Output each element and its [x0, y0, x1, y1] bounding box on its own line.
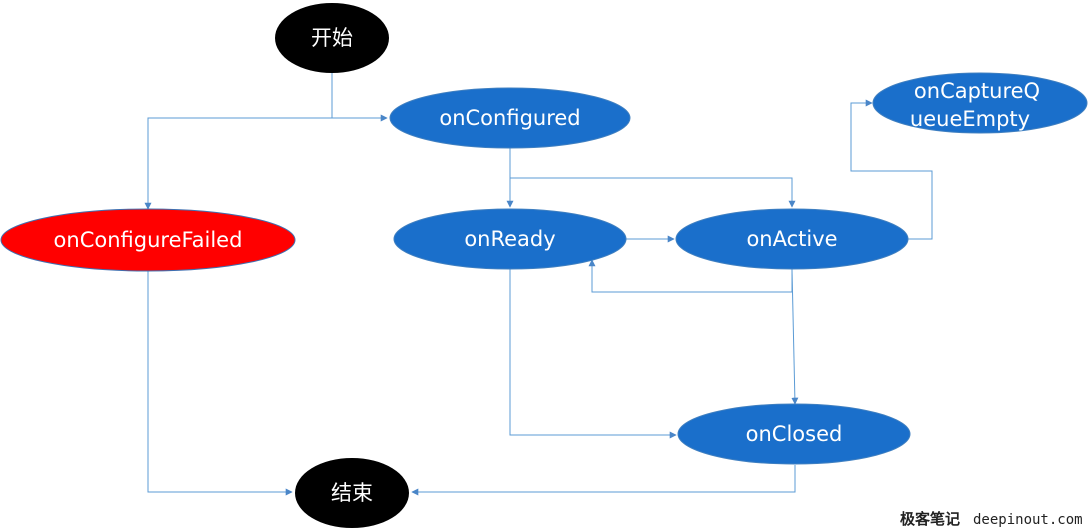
node-onready: onReady — [393, 208, 627, 270]
edge-onactive-to-oncapturequeueempty — [850, 99, 933, 240]
edge-start-to-onconfigured — [331, 72, 388, 122]
node-end-label: 结束 — [331, 481, 373, 505]
node-oncapturequeueempty-shape — [872, 72, 1088, 134]
node-onconfigured: onConfigured — [389, 87, 631, 149]
node-onactive-shape — [675, 208, 909, 270]
edge-onready-to-onclosed — [509, 269, 677, 439]
edge-onconfigured-to-onactive — [510, 177, 796, 208]
node-onclosed-shape — [677, 403, 911, 465]
node-onclosed: onClosed — [677, 403, 911, 465]
edge-onactive-to-onclosed — [791, 268, 799, 405]
edges — [144, 72, 933, 496]
edge-onclosed-to-end — [411, 465, 796, 496]
node-oncapturequeueempty: onCaptureQ ueueEmpty — [872, 72, 1088, 134]
node-start-label: 开始 — [311, 26, 353, 50]
node-start: 开始 — [275, 3, 389, 73]
node-onready-shape — [393, 208, 627, 270]
node-onconfigurefailed: onConfigureFailed — [0, 208, 296, 272]
node-end-shape — [295, 458, 409, 528]
node-onconfigured-label: onConfigured — [439, 106, 580, 130]
watermark-site-text: deepinout.com — [973, 512, 1083, 528]
node-onclosed-label: onClosed — [746, 422, 843, 446]
node-onready-label: onReady — [464, 227, 555, 251]
node-start-shape — [275, 3, 389, 73]
edge-start-to-onconfigurefailed — [144, 117, 332, 210]
watermark-cn-text: 极客笔记 — [900, 510, 960, 528]
node-oncapturequeueempty-label-line1: onCaptureQ — [914, 79, 1040, 103]
node-onconfigured-shape — [389, 87, 631, 149]
watermark: 极客笔记 deepinout.com — [900, 510, 1083, 528]
node-onconfigurefailed-shape — [0, 208, 296, 272]
node-end: 结束 — [295, 458, 409, 528]
node-onconfigurefailed-label: onConfigureFailed — [54, 228, 243, 252]
node-oncapturequeueempty-label-line2: ueueEmpty — [910, 107, 1030, 131]
node-onactive-label: onActive — [746, 227, 837, 251]
edge-onconfigurefailed-to-end — [147, 271, 293, 496]
node-onactive: onActive — [675, 208, 909, 270]
